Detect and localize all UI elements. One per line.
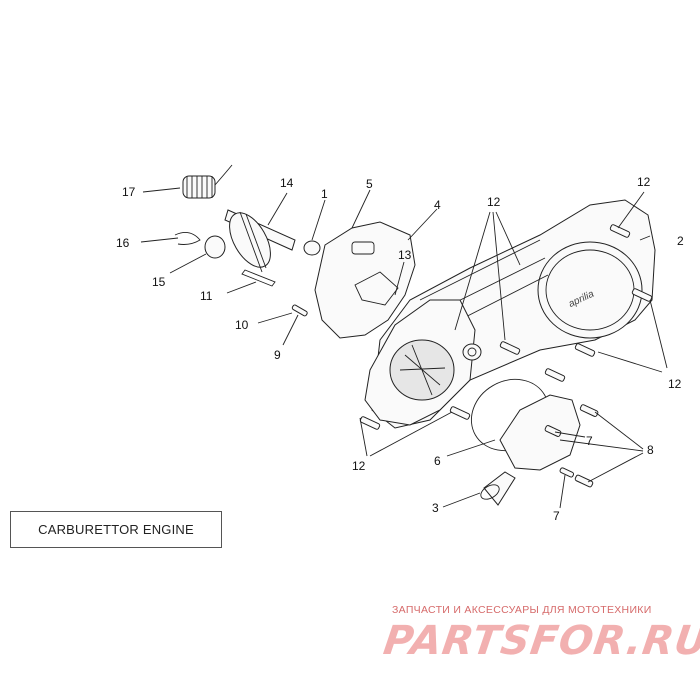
part-pin	[241, 269, 276, 287]
callout-4: 4	[434, 198, 441, 212]
engine-type-label: CARBURETTOR ENGINE	[10, 511, 222, 548]
callout-8: 8	[647, 443, 654, 457]
callout-11: 11	[200, 289, 213, 303]
part-clip	[174, 231, 201, 245]
part-gasket	[314, 221, 416, 339]
part-pump-cover	[470, 378, 581, 506]
callout-15: 15	[152, 275, 166, 289]
part-bushing	[303, 240, 321, 256]
part-kick-shaft	[224, 209, 296, 273]
callout-10: 10	[235, 318, 249, 332]
callout-5: 5	[366, 177, 373, 191]
part-spring	[182, 164, 233, 199]
callout-12-top-right: 12	[637, 175, 651, 189]
callout-16: 16	[116, 236, 130, 250]
callout-3: 3	[432, 501, 439, 515]
callout-9: 9	[274, 348, 281, 362]
callout-12-bottom-left: 12	[352, 459, 366, 473]
leader-lines	[140, 187, 668, 509]
part-inner-cover	[364, 299, 482, 426]
part-small-gear	[204, 235, 226, 259]
callout-12-right: 12	[668, 377, 682, 391]
callout-17: 17	[122, 185, 136, 199]
callout-13: 13	[398, 248, 412, 262]
callout-7-lower: 7	[553, 509, 560, 523]
callout-7-upper: 7	[586, 434, 593, 448]
screws	[291, 224, 653, 488]
watermark-logo: PARTSFOR.RU	[380, 618, 700, 664]
watermark-tagline: ЗАПЧАСТИ И АКСЕССУАРЫ ДЛЯ МОТОТЕХНИКИ	[392, 604, 652, 616]
callout-2: 2	[677, 234, 684, 248]
callout-14: 14	[280, 176, 294, 190]
callout-6: 6	[434, 454, 441, 468]
callout-12-top-center: 12	[487, 195, 501, 209]
callout-1: 1	[321, 187, 328, 201]
watermark: ЗАПЧАСТИ И АКСЕССУАРЫ ДЛЯ МОТОТЕХНИКИ PA…	[381, 604, 700, 674]
